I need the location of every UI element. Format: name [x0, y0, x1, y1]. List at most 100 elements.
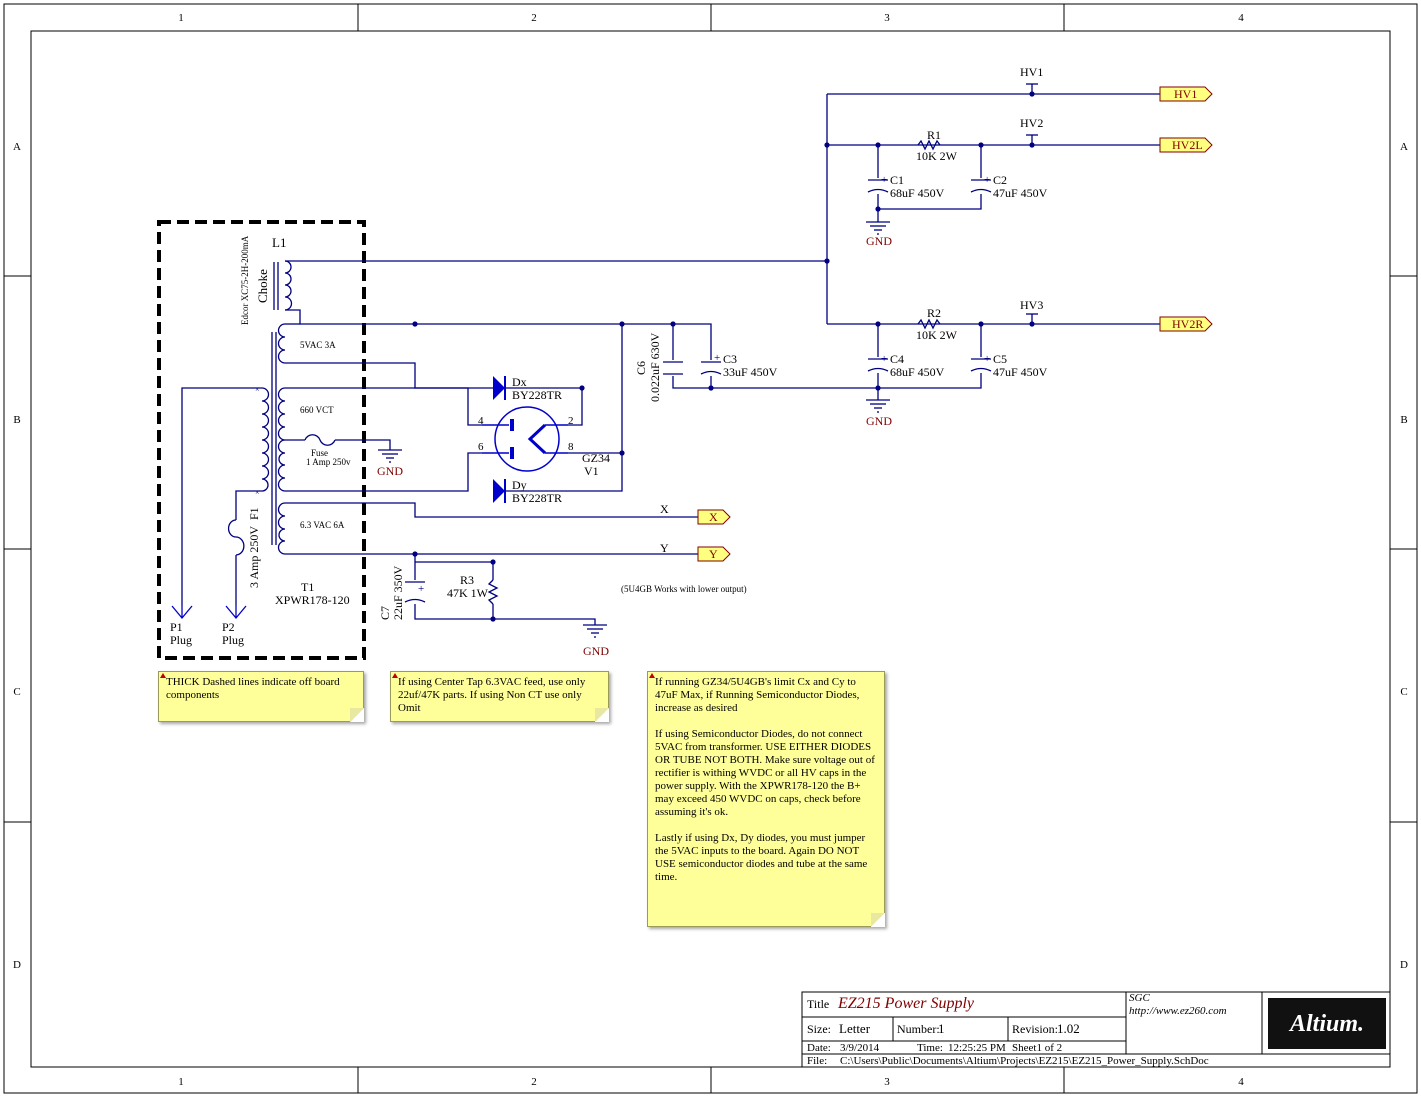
c4-value: 68uF 450V: [890, 365, 945, 379]
l1-value: Edcor XC75-2H-200mA: [240, 235, 250, 325]
zone-col-2-top: 2: [531, 12, 537, 24]
svg-text:+: +: [984, 353, 990, 365]
t1-winding-5v: 5VAC 3A: [300, 340, 336, 350]
svg-text:+: +: [418, 583, 424, 595]
port-hv2l-shape: [1159, 137, 1213, 153]
choke-l1: [273, 260, 293, 311]
dx-designator: Dx: [512, 375, 527, 389]
p2-designator: P2: [222, 620, 235, 634]
net-x: X: [660, 502, 669, 516]
r3-value: 47K 1W: [447, 586, 489, 600]
l1-name: Choke: [255, 269, 270, 303]
c2-designator: C2: [993, 173, 1007, 187]
v1-pin8: 8: [568, 441, 574, 453]
c6-value: 0.022uF 630V: [648, 332, 662, 402]
altium-logo-text: Altium.: [1288, 1011, 1364, 1037]
r3-designator: R3: [460, 573, 474, 587]
diode-dx-symbol: [493, 376, 506, 400]
port-y-shape: [697, 546, 731, 562]
note-off-board: THICK Dashed lines indicate off board co…: [158, 671, 364, 722]
size-label: Size:: [807, 1022, 831, 1036]
gnd-symbol-c1: [866, 221, 890, 235]
c4-designator: C4: [890, 352, 904, 366]
title-block-frame: [801, 991, 1391, 1068]
port-hv1-label: HV1: [1174, 87, 1197, 101]
time-label: Time:: [917, 1042, 943, 1054]
port-y-label: Y: [709, 547, 718, 561]
note-center-tap-text: If using Center Tap 6.3VAC feed, use onl…: [398, 676, 586, 714]
v1-value: GZ34: [582, 451, 610, 465]
file-label: File:: [807, 1055, 827, 1067]
t1-winding-63: 6.3 VAC 6A: [300, 520, 345, 530]
sheet-border: [3, 3, 1418, 1094]
c2-value: 47uF 450V: [993, 186, 1048, 200]
f1-value: 3 Amp 250V: [247, 526, 261, 588]
net-hv2: HV2: [1020, 116, 1043, 130]
zone-col-1-top: 1: [178, 12, 184, 24]
revision-value: 1.02: [1057, 1021, 1080, 1036]
port-x-shape: [697, 509, 731, 525]
diode-dy-symbol: [493, 479, 506, 503]
gnd-label-c1: GND: [866, 234, 892, 248]
zone-row-d-right: D: [1400, 959, 1408, 971]
dy-designator: Dy: [512, 478, 527, 492]
gnd-label-c7: GND: [583, 644, 609, 658]
svg-text:+: +: [984, 174, 990, 186]
port-shapes: [697, 86, 1213, 562]
c5-designator: C5: [993, 352, 1007, 366]
r1-designator: R1: [927, 128, 941, 142]
fuse-inline-symbol: [304, 434, 336, 446]
port-x-label: X: [709, 510, 718, 524]
date-value: 3/9/2014: [840, 1042, 880, 1054]
gnd-label-c4: GND: [866, 414, 892, 428]
zone-row-c-right: C: [1400, 686, 1407, 698]
note-center-tap: If using Center Tap 6.3VAC feed, use onl…: [390, 671, 609, 722]
file-value: C:\Users\Public\Documents\Altium\Project…: [840, 1055, 1209, 1067]
c7-value: 22uF 350V: [391, 565, 405, 620]
c3-value: 33uF 450V: [723, 365, 778, 379]
v1-pin4: 4: [478, 415, 484, 427]
net-hv3: HV3: [1020, 298, 1043, 312]
t1-designator: T1: [301, 580, 314, 594]
net-y: Y: [660, 541, 669, 555]
t1-winding-660: 660 VCT: [300, 405, 334, 415]
hv-flags: [1026, 83, 1038, 315]
wires: [181, 84, 1160, 625]
port-hv1-shape: [1159, 86, 1213, 102]
p2-value: Plug: [222, 633, 244, 647]
fuse-inline-value: 1 Amp 250v: [306, 457, 351, 467]
t1-value: XPWR178-120: [275, 593, 350, 607]
zone-row-c-left: C: [13, 686, 20, 698]
p1-designator: P1: [170, 620, 183, 634]
zone-row-b-right: B: [1400, 414, 1407, 426]
zone-col-1-bottom: 1: [178, 1076, 184, 1088]
zone-row-a-left: A: [13, 141, 21, 153]
r2-designator: R2: [927, 306, 941, 320]
sheet-zone-labels: 1 2 3 4 1 2 3 4 A B C D A B C D: [13, 12, 1408, 1088]
c3-designator: C3: [723, 352, 737, 366]
net-hv1: HV1: [1020, 65, 1043, 79]
number-label: Number:: [897, 1022, 940, 1036]
plug-p1-symbol: [171, 605, 193, 620]
capacitor-symbols: [404, 179, 992, 603]
port-hv2r-shape: [1159, 316, 1213, 332]
port-hv2r-label: HV2R: [1172, 317, 1203, 331]
zone-col-2-bottom: 2: [531, 1076, 537, 1088]
resistor-symbols: [487, 139, 941, 605]
zone-row-a-right: A: [1400, 141, 1408, 153]
svg-text:+: +: [881, 353, 887, 365]
zone-row-d-left: D: [13, 959, 21, 971]
note-rectifier-limits-p1: If running GZ34/5U4GB's limit Cx and Cy …: [655, 676, 860, 714]
fuse-f1-symbol: [227, 519, 245, 556]
l1-designator: L1: [272, 235, 286, 250]
rectifier-note: (5U4GB Works with lower output): [621, 584, 747, 594]
v1-pin6: 6: [478, 441, 484, 453]
size-value: Letter: [839, 1021, 871, 1036]
polarity-marks: + + + + + +: [418, 174, 990, 595]
junction-dots: [412, 91, 1035, 622]
p1-value: Plug: [170, 633, 192, 647]
number-value: 1: [938, 1021, 945, 1036]
title-label: Title: [807, 997, 829, 1011]
note-rectifier-limits-p3: Lastly if using Dx, Dy diodes, you must …: [655, 832, 868, 883]
